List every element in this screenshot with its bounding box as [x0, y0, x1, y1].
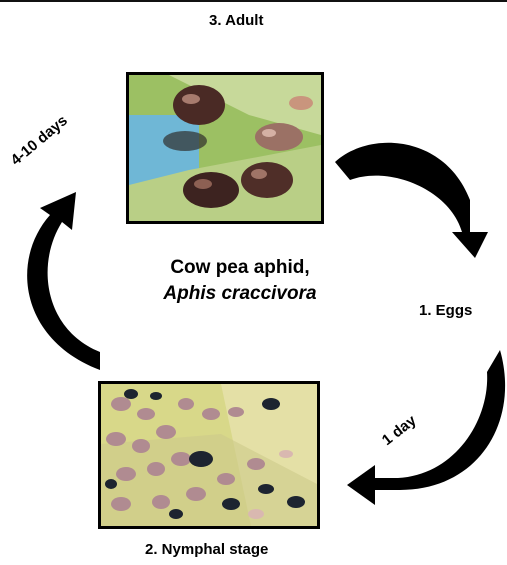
arrow-adult-to-eggs: [335, 143, 488, 258]
arrow-nymph-to-adult: [27, 192, 100, 370]
arrow-eggs-to-nymph: [347, 350, 505, 505]
